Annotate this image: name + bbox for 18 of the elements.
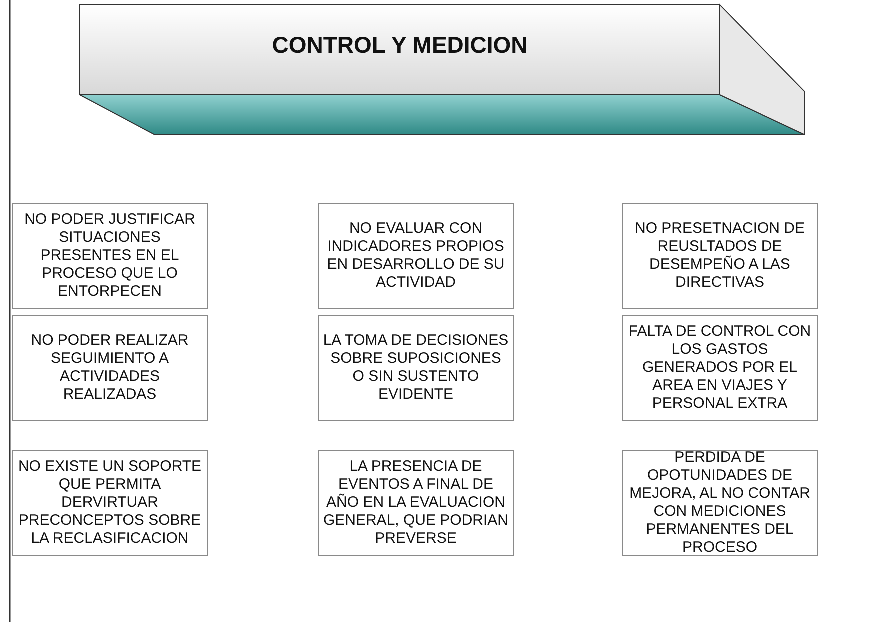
box-text: FALTA DE CONTROL CON LOS GASTOS GENERADOS POR EL AREA EN VIAJES Y PERSONAL EXTRA — [628, 323, 812, 413]
box-text: NO PRESETNACION DE REUSLTADOS DE DESEMPEÑO A LAS DIRECTIVAS — [634, 220, 806, 292]
text-box — [12, 203, 208, 309]
text-box — [622, 315, 818, 421]
box-text: NO PODER JUSTIFICAR SITUACIONES PRESENTES EN EL PROCESO QUE LO ENTORPECEN — [24, 211, 196, 301]
box-text: NO PODER REALIZAR SEGUIMIENTO A ACTIVIDADES REALIZADAS — [30, 332, 190, 404]
text-box — [12, 450, 208, 556]
text-box — [318, 203, 514, 309]
title: CONTROL Y MEDICION — [271, 32, 529, 59]
box-text: NO EXISTE UN SOPORTE QUE PERMITA DERVIRTUAR PRECONCEPTOS SOBRE LA RECLASIFICACION — [17, 458, 203, 548]
text-box — [622, 203, 818, 309]
text-box — [12, 315, 208, 421]
box-text: LA PRESENCIA DE EVENTOS A FINAL DE AÑO EN LA EVALUACION GENERAL, QUE PODRIAN PREVERSE — [322, 458, 510, 548]
text-box — [318, 450, 514, 556]
box-text: NO EVALUAR CON INDICADORES PROPIOS EN DESARROLLO DE SU ACTIVIDAD — [326, 220, 506, 292]
box-text: LA TOMA DE DECISIONES SOBRE SUPOSICIONES O SIN SUSTENTO EVIDENTE — [322, 332, 510, 404]
text-box — [318, 315, 514, 421]
box-text: PERDIDA DE OPOTUNIDADES DE MEJORA, AL NO CONTAR CON MEDICIONES PERMANENTES DEL PROCESO — [628, 449, 812, 557]
